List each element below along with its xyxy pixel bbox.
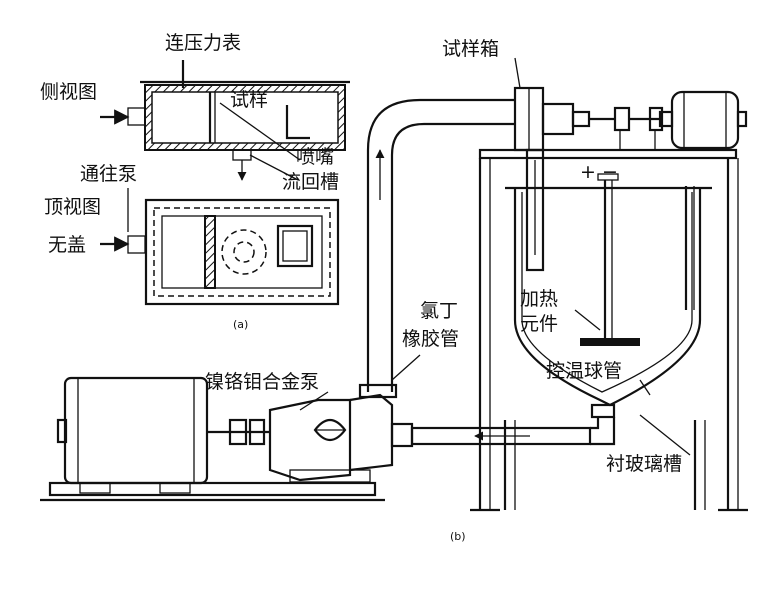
label-heating-2: 元件 — [520, 313, 558, 335]
label-nozzle: 喷嘴 — [296, 146, 334, 168]
label-return-tank: 流回槽 — [282, 171, 339, 193]
label-glass-tank: 衬玻璃槽 — [606, 453, 682, 475]
heating-element — [580, 173, 640, 346]
side-view-figure — [100, 60, 350, 181]
label-no-lid: 无盖 — [48, 234, 86, 256]
label-neoprene-1: 氯丁 — [420, 300, 458, 322]
label-sub-b: (b) — [450, 530, 466, 543]
main-motor — [40, 376, 385, 502]
label-neoprene-2: 橡胶管 — [402, 328, 459, 350]
neoprene-hose — [366, 98, 515, 392]
label-side-view: 侧视图 — [40, 81, 97, 103]
temperature-bulb — [684, 186, 695, 310]
alloy-pump — [268, 383, 398, 483]
label-top-view: 顶视图 — [44, 196, 101, 218]
label-plus-minus: + − — [580, 161, 618, 183]
label-sub-a: (a) — [233, 318, 248, 331]
label-heating-1: 加热 — [520, 288, 558, 310]
label-pump: 镍铬钼合金泵 — [205, 371, 319, 393]
label-specimen-box: 试样箱 — [442, 38, 499, 60]
tank-frame — [470, 148, 748, 512]
return-pipe — [390, 417, 616, 448]
label-temp-bulb: 控温球管 — [546, 360, 622, 382]
label-specimen: 试样 — [230, 89, 268, 111]
top-view-figure — [100, 188, 340, 306]
top-view-box — [144, 198, 340, 306]
specimen-box — [513, 86, 664, 272]
top-motor — [658, 90, 748, 150]
label-to-pump: 通往泵 — [80, 163, 137, 185]
label-pressure-gauge: 连压力表 — [165, 32, 241, 54]
glass-lined-tank — [505, 186, 712, 419]
side-inlet — [127, 107, 146, 126]
